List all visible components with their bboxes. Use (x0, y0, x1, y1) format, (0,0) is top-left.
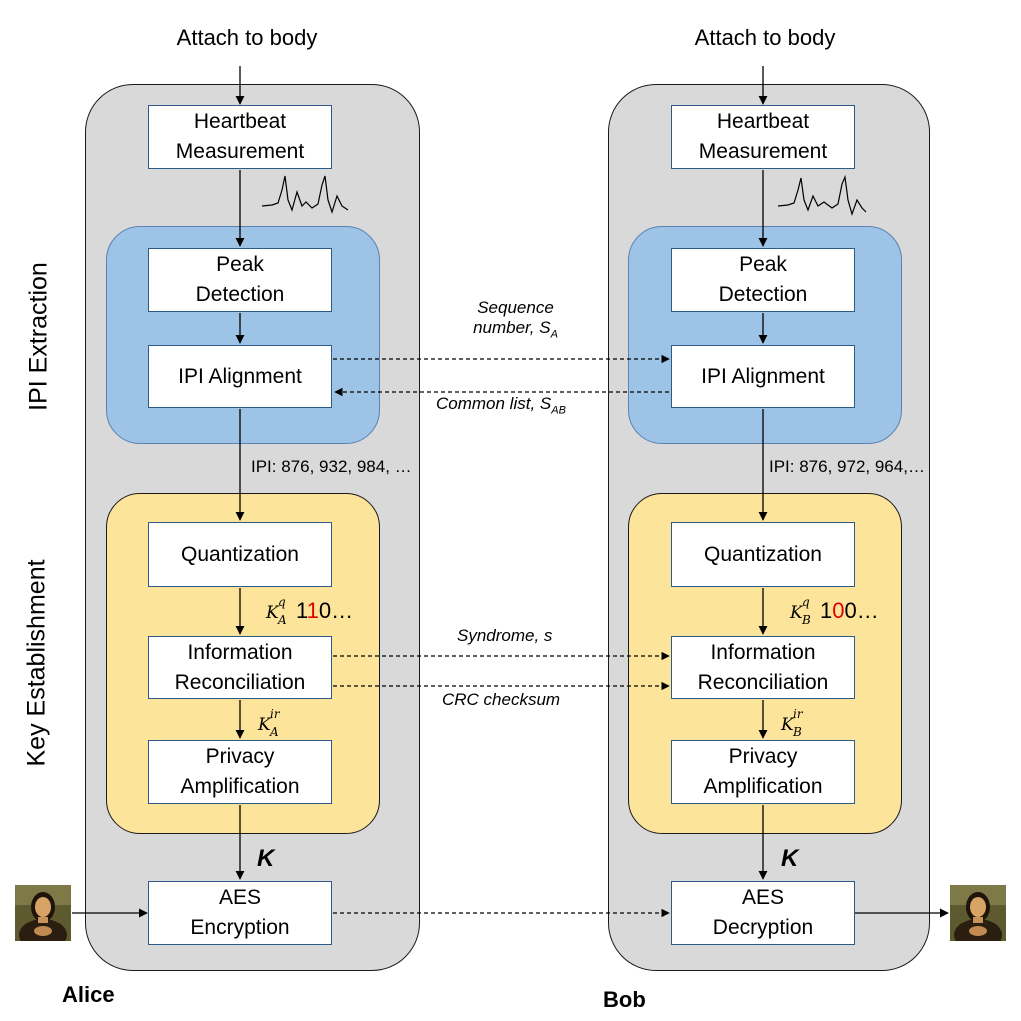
key-superscript: q (278, 595, 286, 609)
alice-aes-encryption-box: AES Encryption (148, 881, 332, 945)
sequence-number-message: Sequence number, SA (448, 298, 583, 340)
key-base: K (266, 603, 279, 623)
box-label-line: Heartbeat (716, 110, 810, 133)
alice-ipi-values: IPI: 876, 932, 984, … (251, 457, 412, 476)
bob-name: Bob (603, 987, 646, 1012)
box-label-line: Quantization (181, 542, 299, 566)
bob-ipi-values: IPI: 876, 972, 964,… (769, 457, 925, 476)
box-label-line: Quantization (704, 542, 822, 566)
key-bits: 0… (844, 598, 879, 623)
key-bits: 1 (296, 598, 308, 623)
box-label-line: Heartbeat (193, 110, 287, 133)
key-bits: 0… (318, 598, 354, 623)
alice-heartbeat-waveform-icon (261, 175, 349, 214)
box-label-line: Information (187, 640, 293, 664)
key-base: K (781, 715, 794, 735)
key-subscript: B (793, 725, 802, 739)
box-label-line: Reconciliation (697, 670, 829, 694)
box-label-line: IPI Alignment (178, 364, 302, 388)
bob-mona-lisa-image-icon (950, 885, 1006, 941)
box-label-line: Amplification (703, 775, 823, 798)
key-bits: 1 (820, 598, 833, 623)
bob-final-key: K (781, 845, 799, 872)
box-label-line: IPI Alignment (701, 364, 825, 388)
key-subscript: B (802, 613, 811, 627)
box-label-line: Encryption (190, 916, 290, 939)
box-label-line: Information (710, 640, 816, 664)
message-subscript: AB (551, 404, 566, 417)
message-text: Common list, S (436, 394, 552, 413)
box-label-line: Measurement (175, 140, 305, 163)
key-subscript: A (278, 613, 287, 627)
box-label-line: Privacy (205, 745, 275, 768)
alice-mona-lisa-image-icon (15, 885, 71, 941)
box-label-line: Measurement (698, 140, 828, 163)
bob-ipi-alignment-box: IPI Alignment (671, 345, 855, 408)
box-label-line: AES (741, 886, 784, 909)
bob-attach-label: Attach to body (694, 25, 836, 50)
message-text: number, S (473, 318, 551, 337)
key-base: K (258, 715, 271, 735)
common-list-message: Common list, SAB (436, 394, 566, 416)
box-label-line: Detection (195, 283, 285, 306)
bob-heartbeat-waveform-icon (777, 174, 867, 216)
key-bit-mismatch: 0 (832, 598, 845, 623)
message-line: Sequence (477, 298, 554, 317)
crc-checksum-message: CRC checksum (442, 690, 561, 709)
key-bit-mismatch: 1 (307, 598, 319, 623)
alice-final-key: K (257, 845, 275, 872)
syndrome-message: Syndrome, s (457, 626, 553, 645)
message-line: number, SA (448, 318, 583, 340)
box-label-line: Reconciliation (174, 670, 306, 694)
bob-quantization-box: Quantization (671, 522, 855, 587)
alice-name: Alice (62, 982, 115, 1007)
box-label-line: AES (218, 886, 262, 909)
alice-quantization-box: Quantization (148, 522, 332, 587)
key-base: K (790, 603, 803, 623)
key-superscript: ir (793, 707, 803, 721)
key-subscript: A (270, 725, 279, 739)
box-label-line: Detection (718, 283, 808, 306)
key-superscript: q (802, 595, 810, 609)
box-label-line: Amplification (180, 775, 300, 798)
box-label-line: Decryption (712, 916, 814, 939)
message-subscript: A (550, 328, 558, 341)
key-superscript: ir (270, 707, 280, 721)
bob-aes-decryption-box: AES Decryption (671, 881, 855, 945)
box-label-line: Peak (216, 253, 264, 276)
alice-attach-label: Attach to body (176, 25, 318, 50)
alice-ipi-alignment-box: IPI Alignment (148, 345, 332, 408)
box-label-line: Peak (739, 253, 787, 276)
box-label-line: Privacy (728, 745, 798, 768)
